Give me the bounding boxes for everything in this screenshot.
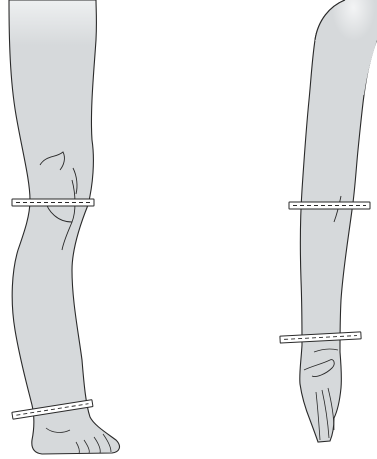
arm-illustration xyxy=(280,0,377,442)
arm-band-elbow xyxy=(289,202,370,209)
leg-illustration xyxy=(9,0,119,454)
leg-band-knee xyxy=(12,199,94,206)
arm-band-wrist xyxy=(280,332,361,343)
leg-outline xyxy=(9,0,119,454)
